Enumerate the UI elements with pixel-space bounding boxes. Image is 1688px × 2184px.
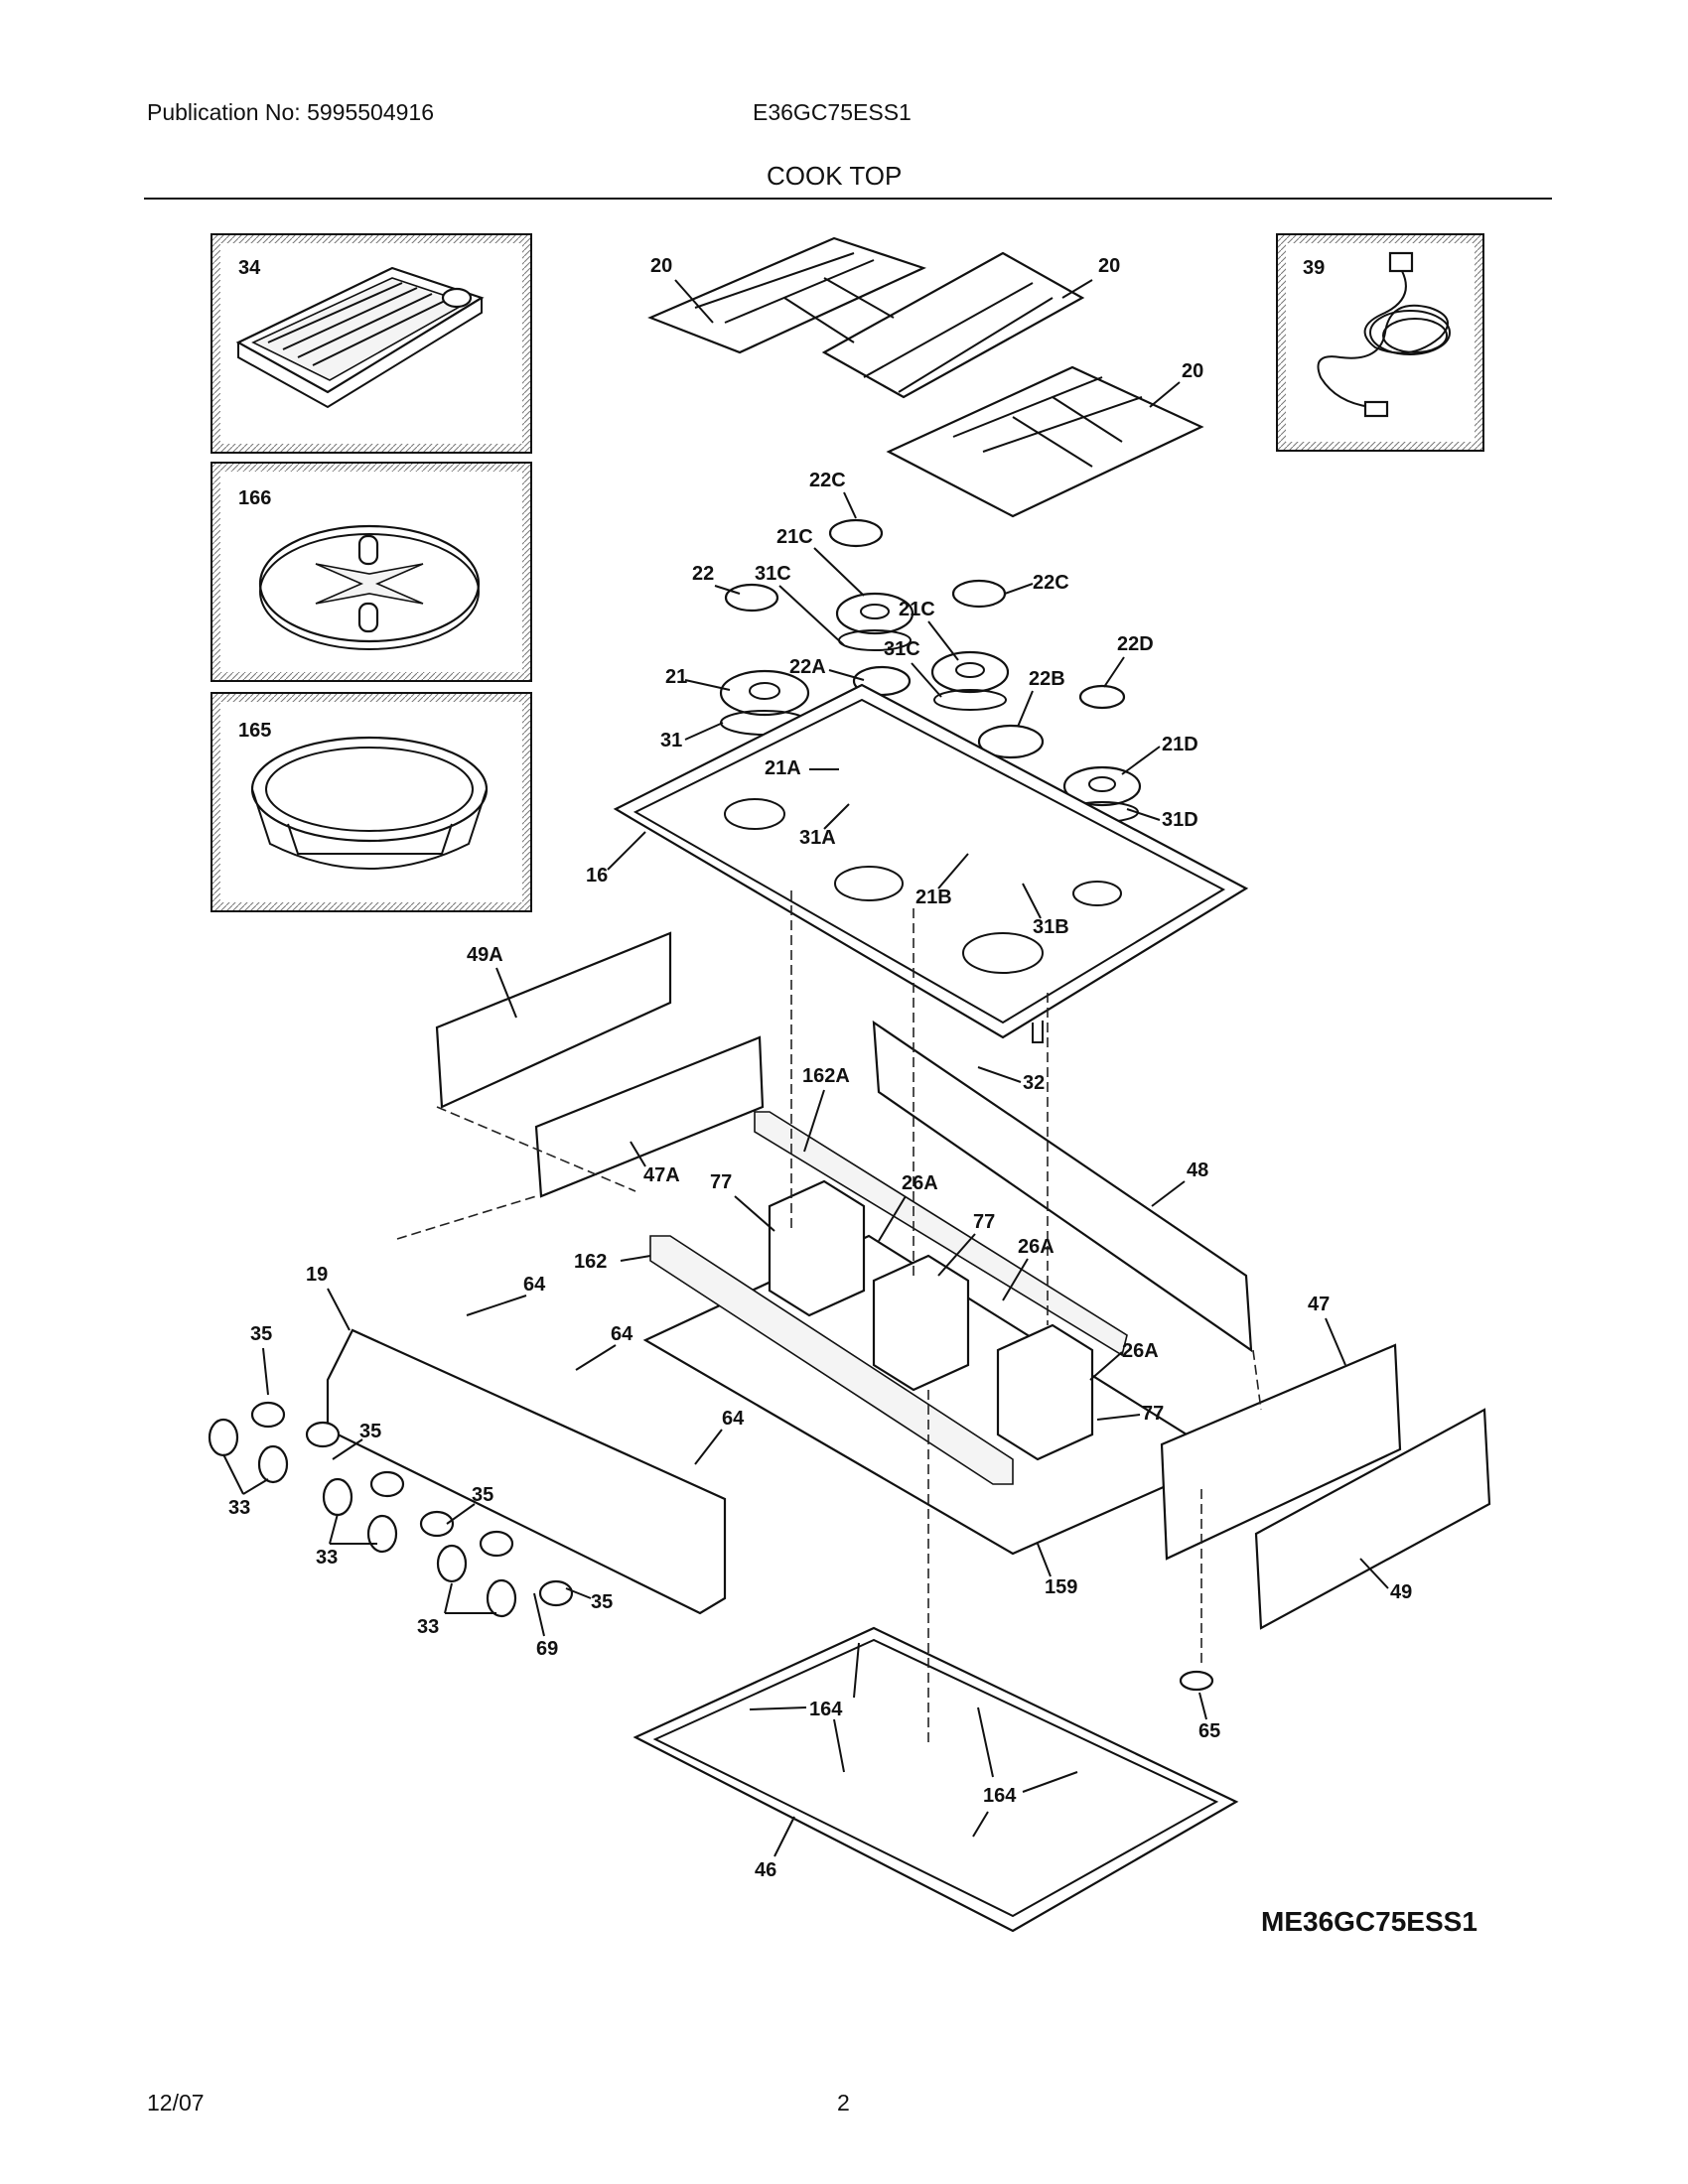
callout-31c-mid: 31C (884, 638, 920, 660)
callout-47: 47 (1308, 1294, 1330, 1315)
power-cord-icon (1317, 251, 1451, 418)
assembly-lines (396, 890, 1262, 1747)
callout-77-left: 77 (710, 1171, 732, 1193)
callout-34: 34 (238, 257, 261, 279)
callout-39: 39 (1303, 257, 1325, 279)
callout-21c-right: 21C (899, 599, 935, 620)
callout-21d: 21D (1162, 734, 1198, 755)
page-number: 2 (837, 2090, 850, 2116)
box-wok-ring (211, 462, 532, 682)
callout-49: 49 (1390, 1581, 1412, 1603)
diagram-code: ME36GC75ESS1 (1261, 1906, 1477, 1937)
callout-22c-top: 22C (809, 470, 846, 491)
callout-65: 65 (1198, 1720, 1220, 1742)
callout-159: 159 (1045, 1576, 1077, 1598)
callout-20-right: 20 (1098, 255, 1120, 277)
callout-33-bottom: 33 (417, 1616, 439, 1638)
callout-20-left: 20 (650, 255, 672, 277)
callout-164-top: 164 (809, 1699, 843, 1720)
control-panel (208, 1328, 727, 1618)
callout-49a: 49A (467, 944, 503, 966)
callout-22b: 22B (1029, 668, 1065, 690)
model-number: E36GC75ESS1 (753, 99, 912, 125)
box-power-cord (1276, 233, 1484, 452)
callout-21c-top: 21C (776, 526, 813, 548)
callout-21b: 21B (915, 887, 952, 908)
callout-64-right: 64 (722, 1408, 745, 1430)
cooktop-panel (613, 683, 1249, 1043)
callout-31: 31 (660, 730, 682, 751)
callout-162: 162 (574, 1251, 607, 1273)
griddle-icon (235, 266, 485, 409)
grates (647, 236, 1204, 518)
callout-26a-top: 26A (902, 1172, 938, 1194)
callout-166: 166 (238, 487, 271, 509)
callout-33-top: 33 (228, 1497, 250, 1519)
callout-31a: 31A (799, 827, 836, 849)
callout-64-mid: 64 (611, 1323, 633, 1345)
callout-31b: 31B (1033, 916, 1069, 938)
footer-date: 12/07 (147, 2090, 205, 2116)
box-simmer-ring (211, 692, 532, 912)
publication-number: Publication No: 5995504916 (147, 99, 435, 125)
callout-22a: 22A (789, 656, 826, 678)
callout-164-bottom: 164 (983, 1785, 1017, 1807)
header-rule (144, 198, 1552, 200)
callout-16: 16 (586, 865, 608, 887)
callout-31c-top: 31C (755, 563, 791, 585)
callout-162a: 162A (802, 1065, 850, 1087)
callout-22d: 22D (1117, 633, 1154, 655)
callouts: 34 166 165 39 20 20 20 22C 21C 22 31C 22… (222, 255, 1412, 1881)
box-griddle (211, 233, 532, 454)
callout-20-front: 20 (1182, 360, 1203, 382)
callout-26a-low: 26A (1122, 1340, 1159, 1362)
burner-box (435, 931, 1491, 1630)
simmer-ring-icon (250, 736, 489, 870)
callout-26a-mid: 26A (1018, 1236, 1055, 1258)
callout-77-right: 77 (1142, 1403, 1164, 1425)
callout-21a: 21A (765, 757, 801, 779)
callout-22c-right: 22C (1033, 572, 1069, 594)
callout-35-top: 35 (250, 1323, 272, 1345)
callout-19: 19 (306, 1264, 328, 1286)
wok-ring-icon (258, 524, 481, 650)
callout-35-bottom: 35 (591, 1591, 613, 1613)
callout-21: 21 (665, 666, 687, 688)
callout-47a: 47A (643, 1164, 680, 1186)
callout-48: 48 (1187, 1160, 1208, 1181)
callout-32: 32 (1023, 1072, 1045, 1094)
callout-33-mid: 33 (316, 1547, 338, 1569)
bottom-pan (633, 1626, 1239, 1933)
callout-22: 22 (692, 563, 714, 585)
callout-35-second: 35 (359, 1421, 381, 1442)
callout-35-third: 35 (472, 1484, 493, 1506)
callout-31d: 31D (1162, 809, 1198, 831)
callout-77-mid: 77 (973, 1211, 995, 1233)
callout-46: 46 (755, 1859, 776, 1881)
callout-69: 69 (536, 1638, 558, 1660)
callout-64-left: 64 (523, 1274, 546, 1296)
callout-165: 165 (238, 720, 271, 742)
section-title: COOK TOP (767, 161, 903, 191)
